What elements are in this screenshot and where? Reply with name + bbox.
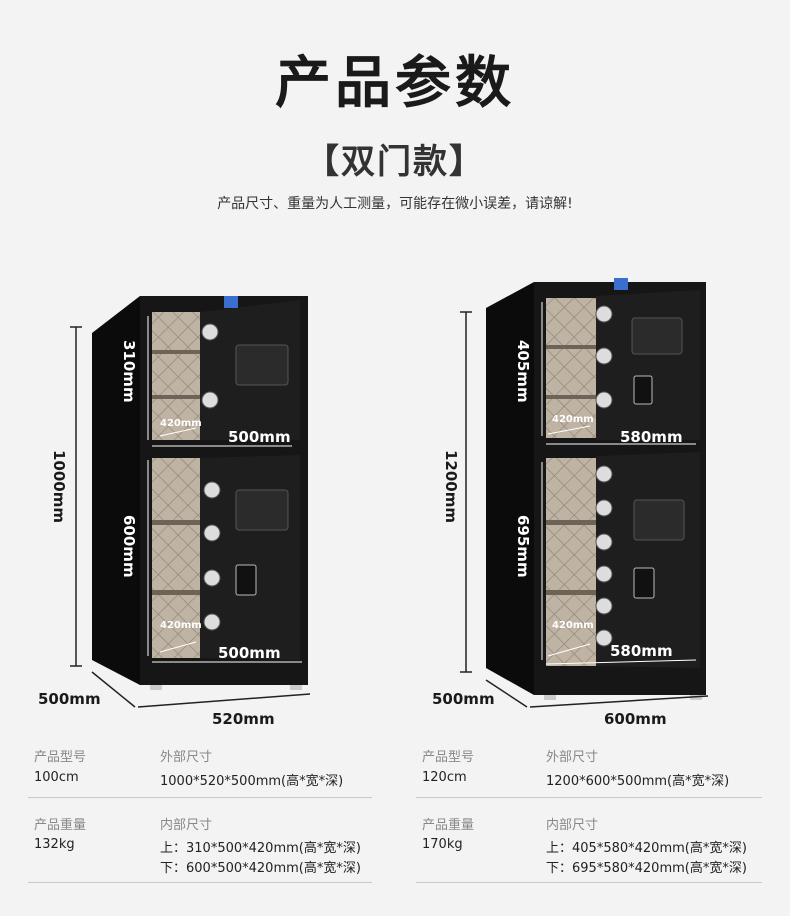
left-upper-depth: 420mm [160,418,202,429]
right-divider-2 [416,882,762,883]
left-upper-bolt-1 [201,323,219,341]
left-lower-depth: 420mm [160,620,202,631]
left-lower-handle [235,564,257,596]
left-lower-width: 500mm [218,644,281,662]
right-model-key: 产品型号 [422,750,475,765]
right-inner-lower: 下：695*580*420mm(高*宽*深) [546,861,747,876]
right-lower-depth: 420mm [552,620,594,631]
right-width-label: 600mm [604,710,667,728]
left-divider-1 [28,797,372,798]
left-inner-upper: 上：310*500*420mm(高*宽*深) [160,841,361,856]
left-height-label: 1000mm [50,450,68,524]
left-logo-icon [224,296,238,308]
page-title: 产品参数 [275,51,515,116]
right-outer-key: 外部尺寸 [546,750,599,765]
measurement-note: 产品尺寸、重量为人工测量，可能存在微小误差，请谅解! [217,196,573,212]
left-inner-lower: 下：600*500*420mm(高*宽*深) [160,861,361,876]
right-model-value: 120cm [422,770,467,785]
right-lower-height: 695mm [514,515,532,578]
left-upper-width: 500mm [228,428,291,446]
right-lower-handle [633,567,655,599]
left-model-key: 产品型号 [34,750,87,765]
left-inner-key: 内部尺寸 [160,818,213,833]
left-weight-value: 132kg [34,837,75,852]
right-outer-value: 1200*600*500mm(高*宽*深) [546,774,730,789]
left-upper-height: 310mm [120,340,138,403]
right-inner-upper: 上：405*580*420mm(高*宽*深) [546,841,747,856]
right-upper-depth: 420mm [552,414,594,425]
variant-subtitle: 【双门款】 [305,142,485,182]
right-logo-icon [614,278,628,290]
left-upper-keypad [235,344,289,386]
right-divider-1 [416,797,762,798]
right-upper-width: 580mm [620,428,683,446]
right-lower-keypad [633,499,685,541]
right-safe [460,278,709,708]
right-upper-height: 405mm [514,340,532,403]
left-outer-value: 1000*520*500mm(高*宽*深) [160,774,344,789]
left-safe-side [92,296,140,685]
left-width-label: 520mm [212,710,275,728]
right-weight-key: 产品重量 [422,818,475,833]
right-depth-label: 500mm [432,690,495,708]
right-height-label: 1200mm [442,450,460,524]
right-upper-handle [633,375,653,405]
left-outer-key: 外部尺寸 [160,750,213,765]
left-model-value: 100cm [34,770,79,785]
left-lower-height: 600mm [120,515,138,578]
right-inner-key: 内部尺寸 [546,818,599,833]
right-lower-width: 580mm [610,642,673,660]
left-divider-2 [28,882,372,883]
left-depth-label: 500mm [38,690,101,708]
left-weight-key: 产品重量 [34,818,87,833]
right-weight-value: 170kg [422,837,463,852]
left-lower-keypad [235,489,289,531]
right-safe-side [486,282,534,695]
right-upper-keypad [631,317,683,355]
left-upper-bolt-2 [201,391,219,409]
left-safe [70,296,311,708]
